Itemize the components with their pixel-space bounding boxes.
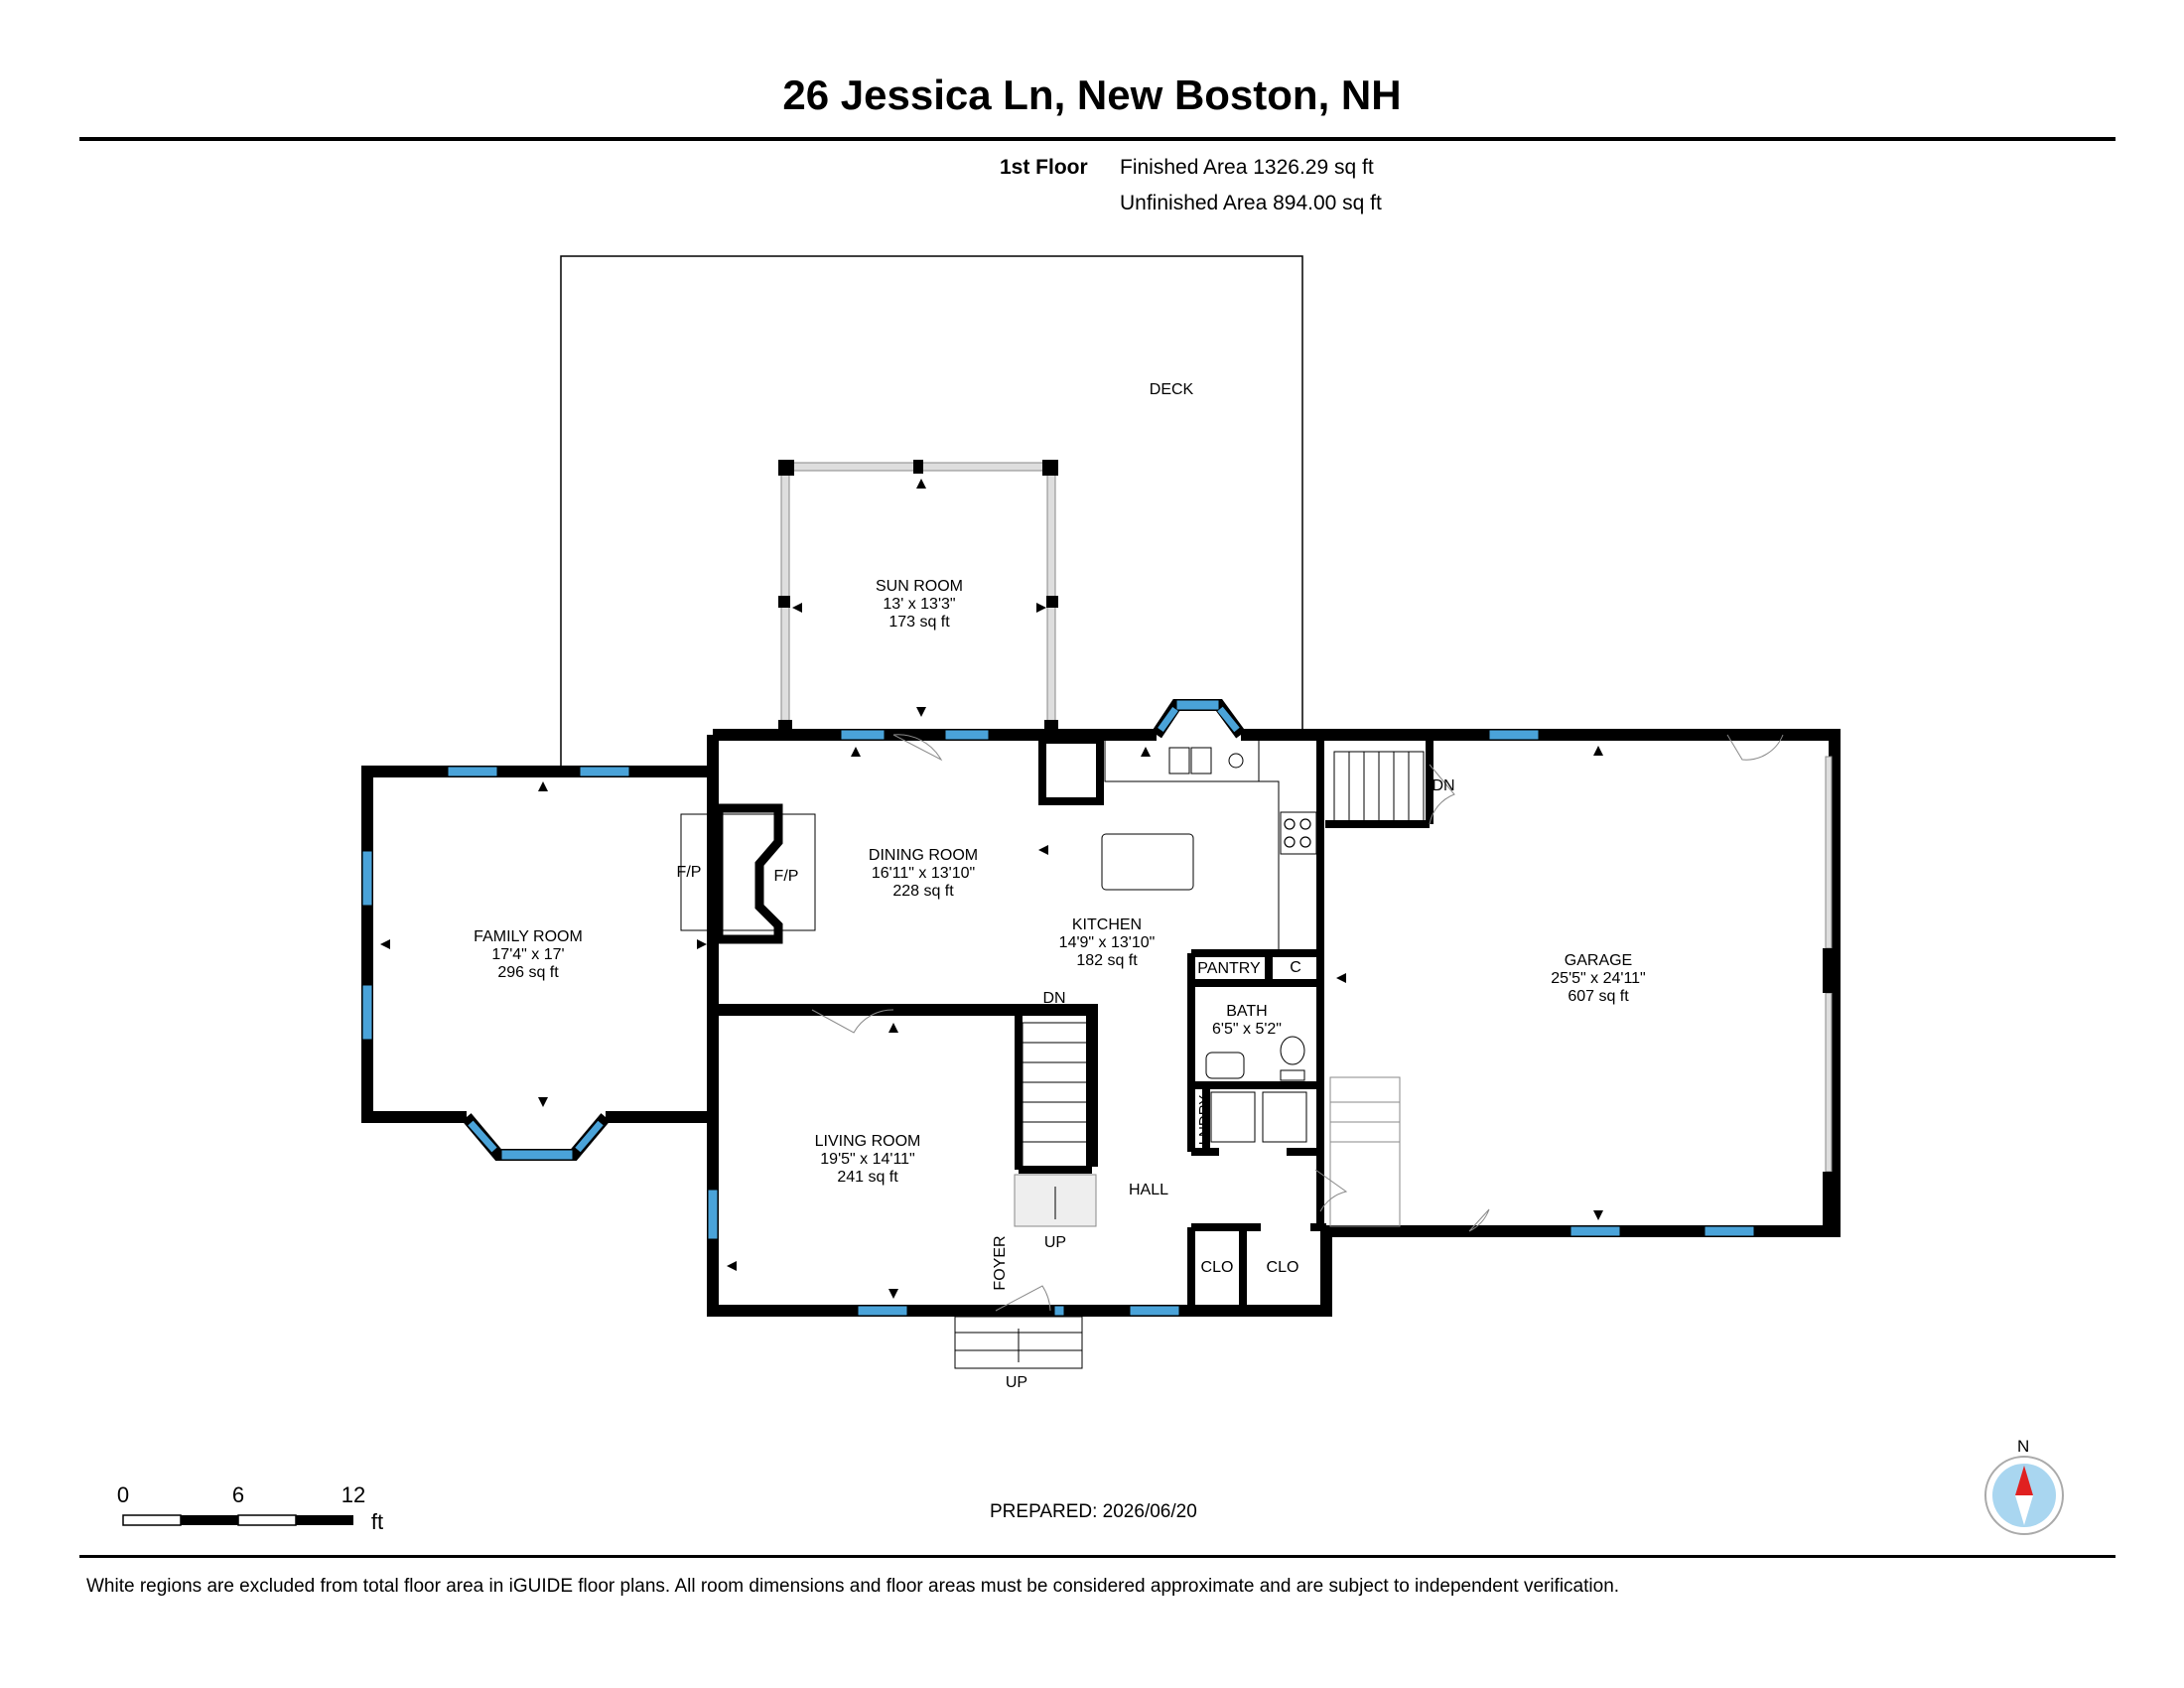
dn-garage: DN xyxy=(1432,777,1454,794)
garage-area: 607 sq ft xyxy=(1568,988,1629,1005)
doors xyxy=(811,734,1784,1312)
sink-icon xyxy=(1168,747,1244,774)
garage-dims: 25'5" x 24'11" xyxy=(1551,970,1645,987)
foyer-name: FOYER xyxy=(992,1235,1009,1290)
garage-posts xyxy=(1823,948,1835,1231)
clo2-name: CLO xyxy=(1267,1259,1299,1276)
fp-right: F/P xyxy=(774,868,799,885)
bath-name: BATH xyxy=(1226,1003,1267,1020)
bath-dims: 6'5" x 5'2" xyxy=(1212,1021,1282,1038)
interior-walls xyxy=(1015,736,1433,1311)
compass-icon xyxy=(1984,1456,2064,1535)
pantry-name: PANTRY xyxy=(1197,960,1261,977)
dn-stair: DN xyxy=(1042,990,1065,1007)
sun-room-name: SUN ROOM xyxy=(876,578,963,595)
closet-c-name: C xyxy=(1290,959,1301,976)
page-title: 26 Jessica Ln, New Boston, NH xyxy=(782,71,1402,118)
hall-name: HALL xyxy=(1129,1182,1168,1198)
view-arrows xyxy=(380,479,1603,1299)
entry-steps xyxy=(954,1316,1083,1369)
family-room-area: 296 sq ft xyxy=(497,964,559,981)
clo1-name: CLO xyxy=(1201,1259,1234,1276)
kitchen-name: KITCHEN xyxy=(1072,916,1142,933)
scale-tick-0: 0 xyxy=(117,1482,129,1507)
family-room-dims: 17'4" x 17' xyxy=(491,946,564,963)
finished-area: Finished Area 1326.29 sq ft xyxy=(1120,156,1374,179)
dining-room-dims: 16'11" x 13'10" xyxy=(872,865,975,882)
living-stairs xyxy=(1014,1022,1097,1227)
scale-tick-12: 12 xyxy=(341,1482,365,1507)
living-room-name: LIVING ROOM xyxy=(815,1133,921,1150)
living-room-dims: 19'5" x 14'11" xyxy=(820,1151,914,1168)
kitchen-counters xyxy=(1101,741,1317,951)
windows xyxy=(361,699,1755,1317)
up-entry: UP xyxy=(1006,1374,1027,1391)
laundry-name: LNDRY xyxy=(1196,1095,1213,1146)
living-room-area: 241 sq ft xyxy=(837,1169,898,1186)
prepared-date: PREPARED: 2026/06/20 xyxy=(990,1501,1197,1522)
sun-room-area: 173 sq ft xyxy=(888,614,950,631)
stove-icon xyxy=(1284,818,1311,848)
header-divider xyxy=(79,137,2116,141)
fp-left: F/P xyxy=(677,864,702,881)
family-room-name: FAMILY ROOM xyxy=(474,928,583,945)
scale-bar: 0 6 12 ft xyxy=(117,1482,383,1534)
dining-room-area: 228 sq ft xyxy=(892,883,954,900)
floor-label: 1st Floor xyxy=(1000,156,1088,179)
sun-room-dims: 13' x 13'3" xyxy=(883,596,955,613)
deck-name: DECK xyxy=(1150,381,1194,398)
up-stair: UP xyxy=(1044,1234,1066,1251)
dining-room-name: DINING ROOM xyxy=(869,847,978,864)
bath-fixtures xyxy=(1205,1036,1307,1143)
scale-tick-6: 6 xyxy=(232,1482,244,1507)
compass-north-label: N xyxy=(2017,1437,2030,1456)
scale-unit: ft xyxy=(371,1509,383,1534)
unfinished-area: Unfinished Area 894.00 sq ft xyxy=(1120,192,1382,214)
kitchen-area: 182 sq ft xyxy=(1076,952,1138,969)
fireplace xyxy=(680,803,816,944)
deck-outline xyxy=(560,255,1303,770)
kitchen-dims: 14'9" x 13'10" xyxy=(1059,934,1156,951)
garage-name: GARAGE xyxy=(1565,952,1632,969)
garage-steps xyxy=(1329,1076,1401,1227)
footer-disclaimer: White regions are excluded from total fl… xyxy=(86,1576,1620,1597)
bay-glass xyxy=(468,706,1240,1153)
room-labels: DECK SUN ROOM 13' x 13'3" 173 sq ft FAMI… xyxy=(474,381,1646,1391)
footer-divider xyxy=(79,1555,2116,1558)
garage-stairs xyxy=(1333,751,1425,822)
